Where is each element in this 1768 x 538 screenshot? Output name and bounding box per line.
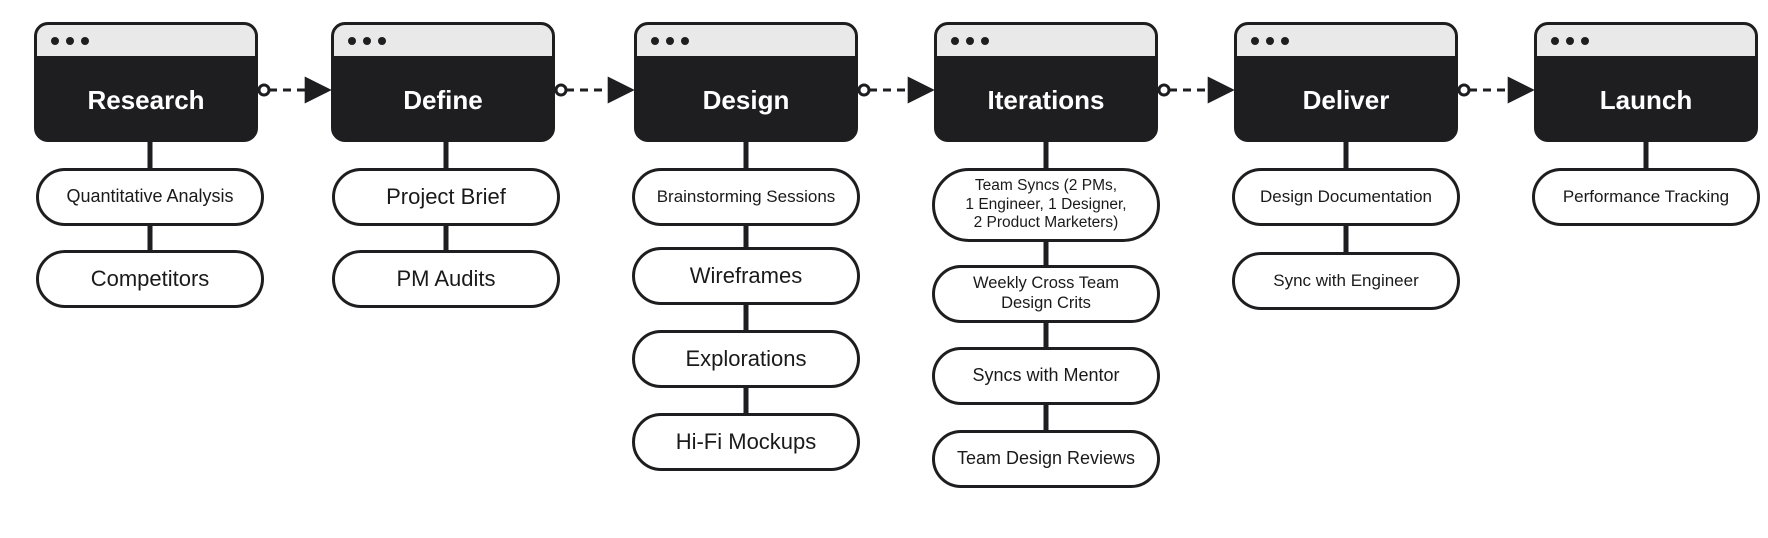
window-dots-icon [37, 25, 255, 56]
stage-window: Launch [1534, 22, 1758, 142]
item-pill: Hi-Fi Mockups [632, 413, 860, 471]
connector-origin-dot [1457, 83, 1471, 97]
stage-title: Define [403, 85, 483, 115]
item-pill: Team Design Reviews [932, 430, 1160, 488]
item-pill: Syncs with Mentor [932, 347, 1160, 405]
item-pill: Explorations [632, 330, 860, 388]
stage-launch: Launch [1534, 22, 1758, 142]
window-dots-icon [637, 25, 855, 56]
stage-iterations: Iterations [934, 22, 1158, 142]
item-pill: Weekly Cross Team Design Crits [932, 265, 1160, 323]
connector-origin-dot [857, 83, 871, 97]
connector-origin-dot [554, 83, 568, 97]
stage-deliver: Deliver [1234, 22, 1458, 142]
item-pill: Quantitative Analysis [36, 168, 264, 226]
stage-research: Research [34, 22, 258, 142]
item-pill: Sync with Engineer [1232, 252, 1460, 310]
stage-window: Design [634, 22, 858, 142]
stage-title: Iterations [987, 85, 1105, 115]
item-pill: Team Syncs (2 PMs, 1 Engineer, 1 Designe… [932, 168, 1160, 242]
item-pill: Brainstorming Sessions [632, 168, 860, 226]
item-pill: Design Documentation [1232, 168, 1460, 226]
window-dots-icon [1237, 25, 1455, 56]
window-dots-icon [334, 25, 552, 56]
item-pill: Competitors [36, 250, 264, 308]
stage-title: Research [87, 85, 205, 115]
connector-origin-dot [1157, 83, 1171, 97]
stage-window: Iterations [934, 22, 1158, 142]
stage-title: Deliver [1302, 85, 1390, 115]
item-pill: Performance Tracking [1532, 168, 1760, 226]
stage-title: Design [702, 85, 790, 115]
item-pill: PM Audits [332, 250, 560, 308]
stage-title: Launch [1599, 85, 1693, 115]
stage-define: Define [331, 22, 555, 142]
item-pill: Wireframes [632, 247, 860, 305]
window-dots-icon [937, 25, 1155, 56]
stage-window: Define [331, 22, 555, 142]
item-pill: Project Brief [332, 168, 560, 226]
stage-window: Deliver [1234, 22, 1458, 142]
connector-origin-dot [257, 83, 271, 97]
stage-design: Design [634, 22, 858, 142]
window-dots-icon [1537, 25, 1755, 56]
stage-window: Research [34, 22, 258, 142]
